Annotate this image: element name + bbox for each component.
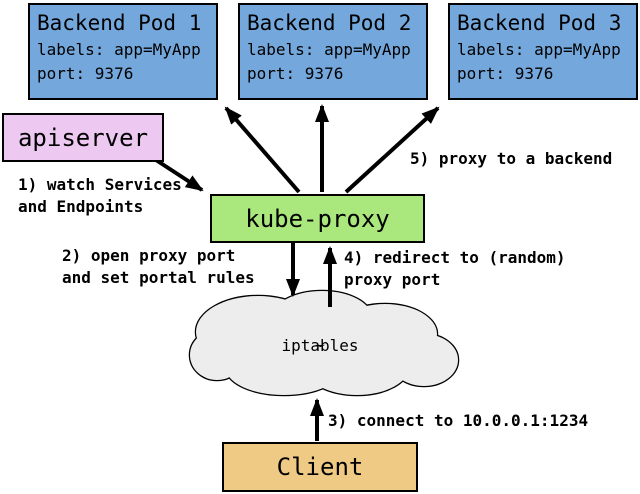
backend-pod-2-port: port: 9376 bbox=[247, 64, 344, 83]
kube-proxy-label: kube-proxy bbox=[245, 204, 390, 233]
client-box: Client bbox=[222, 442, 418, 492]
arrow-kubeproxy-to-pod3 bbox=[344, 106, 440, 194]
iptables-cloud bbox=[188, 289, 460, 397]
arrow-apiserver-to-kubeproxy bbox=[154, 158, 204, 192]
step-3-note: 3) connect to 10.0.0.1:1234 bbox=[328, 411, 589, 430]
backend-pod-3-title: Backend Pod 3 bbox=[457, 11, 622, 35]
step-5-note: 5) proxy to a backend bbox=[410, 149, 613, 168]
step-1-note: 1) watch Services and Endpoints bbox=[18, 175, 182, 216]
backend-pod-1-title: Backend Pod 1 bbox=[37, 11, 202, 35]
kube-proxy-box: kube-proxy bbox=[210, 194, 425, 243]
backend-pod-2-title: Backend Pod 2 bbox=[247, 11, 412, 35]
arrow-kubeproxy-to-pod1 bbox=[224, 106, 301, 194]
backend-pod-3-labels: labels: app=MyApp bbox=[457, 40, 621, 59]
step-2-note: 2) open proxy port and set portal rules bbox=[62, 246, 255, 287]
backend-pod-2-labels: labels: app=MyApp bbox=[247, 40, 411, 59]
apiserver-box: apiserver bbox=[2, 113, 164, 162]
apiserver-label: apiserver bbox=[17, 123, 149, 152]
backend-pod-3-box: Backend Pod 3 labels: app=MyApp port: 93… bbox=[448, 3, 638, 100]
iptables-label: iptables bbox=[281, 336, 359, 355]
backend-pod-2-box: Backend Pod 2 labels: app=MyApp port: 93… bbox=[238, 3, 428, 100]
backend-pod-1-labels: labels: app=MyApp bbox=[37, 40, 201, 59]
backend-pod-1-box: Backend Pod 1 labels: app=MyApp port: 93… bbox=[28, 3, 218, 100]
backend-pod-3-port: port: 9376 bbox=[457, 64, 554, 83]
backend-pod-1-port: port: 9376 bbox=[37, 64, 134, 83]
step-4-note: 4) redirect to (random) proxy port bbox=[344, 248, 566, 289]
client-label: Client bbox=[276, 453, 364, 481]
